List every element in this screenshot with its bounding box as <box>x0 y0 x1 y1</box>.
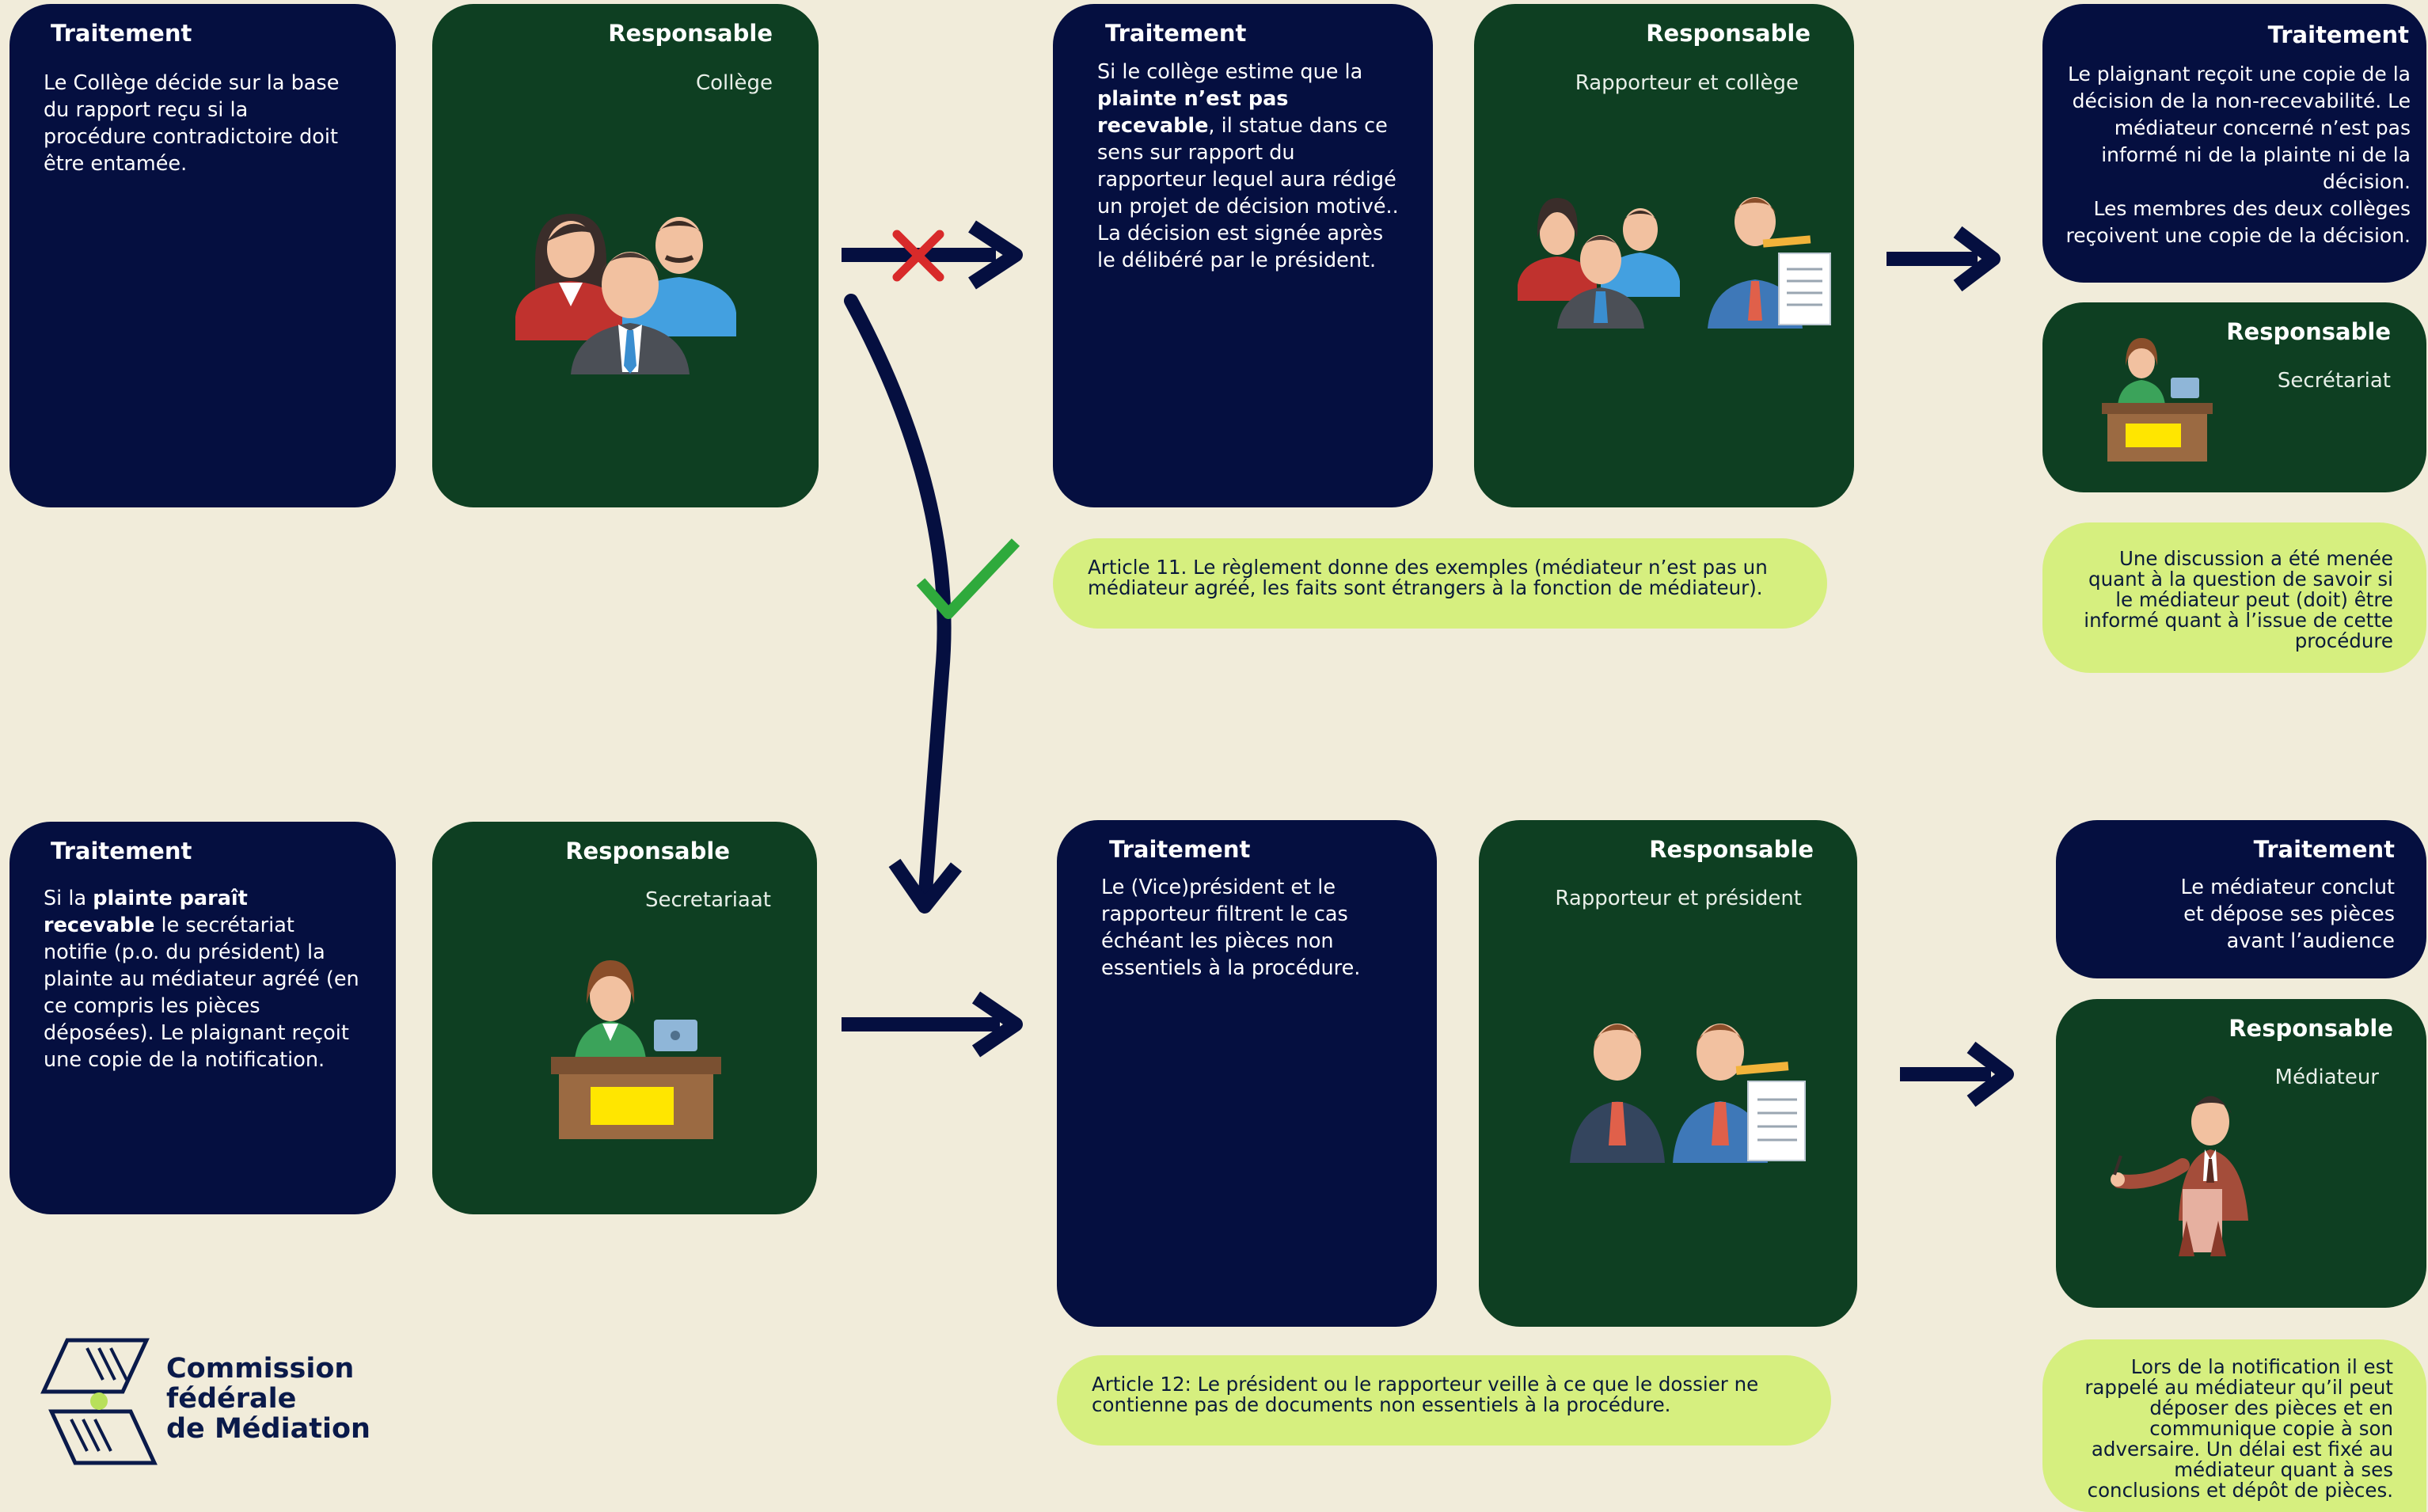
note-text: Une discussion a été menée quant à la qu… <box>2084 547 2393 652</box>
treatment-heading: Traitement <box>2267 21 2409 48</box>
treatment-card-admissible: Traitement Si la plainte paraît recevabl… <box>9 822 396 1214</box>
responsible-card-rapporteur-president: Responsable Rapporteur et président <box>1479 820 1857 1327</box>
curved-arrow-down-icon <box>844 294 963 914</box>
logo-line-1: Commission <box>166 1353 355 1385</box>
note-text: Article 12: Le président ou le rapporteu… <box>1092 1373 1759 1416</box>
responsible-card-secretariaat: Responsable Secretariaat <box>432 822 817 1214</box>
responsible-heading: Responsable <box>1646 20 1811 47</box>
treatment-text: Le (Vice)président et le rapporteur filt… <box>1101 876 1361 980</box>
responsible-name: Collège <box>695 71 773 95</box>
treatment-text: Si la plainte paraît recevable le secrét… <box>44 887 359 1072</box>
responsible-name: Rapporteur et collège <box>1575 71 1799 95</box>
responsible-name: Secretariaat <box>644 888 771 912</box>
responsible-card-college: Responsable Collège <box>432 4 819 507</box>
people-document-icon <box>1518 197 1831 329</box>
arrow-right-icon <box>1900 1041 2014 1107</box>
responsible-name: Médiateur <box>2274 1066 2379 1089</box>
treatment-text: Le plaignant reçoit une copie de la déci… <box>2065 63 2411 247</box>
logo-line-2: fédérale <box>166 1383 297 1415</box>
responsible-heading: Responsable <box>2229 1015 2393 1042</box>
responsible-heading: Responsable <box>608 20 773 47</box>
note-article-11: Article 11. Le règlement donne des exemp… <box>1053 538 1827 629</box>
two-people-document-icon <box>1570 1024 1806 1163</box>
responsible-heading: Responsable <box>2226 318 2391 345</box>
responsible-card-rapporteur-college: Responsable Rapporteur et collège <box>1474 4 1854 507</box>
note-discussion: Une discussion a été menée quant à la qu… <box>2042 522 2426 673</box>
treatment-card-not-admissible: Traitement Si le collège estime que la p… <box>1053 4 1433 507</box>
responsible-name: Rapporteur et président <box>1555 887 1802 910</box>
treatment-heading: Traitement <box>51 838 192 864</box>
responsible-card-secretariat: Responsable Secrétariat <box>2042 302 2426 492</box>
treatment-heading: Traitement <box>1105 20 1247 47</box>
responsible-card-mediator: Responsable Médiateur <box>2056 999 2426 1308</box>
arrow-right-icon <box>1887 226 2001 292</box>
note-text: Article 11. Le règlement donne des exemp… <box>1088 556 1768 599</box>
treatment-card-college-decision: Traitement Le Collège décide sur la base… <box>9 4 396 507</box>
treatment-heading: Traitement <box>51 20 192 47</box>
note-article-12: Article 12: Le président ou le rapporteu… <box>1057 1355 1831 1446</box>
checkmark-icon <box>916 538 1020 619</box>
treatment-heading: Traitement <box>2253 836 2395 863</box>
presenter-icon <box>2111 1096 2248 1256</box>
cross-icon <box>892 230 944 282</box>
note-text: Lors de la notification il est rappelé a… <box>2084 1355 2393 1502</box>
logo-line-3: de Médiation <box>166 1413 370 1445</box>
note-notification-reminder: Lors de la notification il est rappelé a… <box>2042 1339 2426 1512</box>
logo-icon <box>40 1338 158 1465</box>
treatment-card-filter: Traitement Le (Vice)président et le rapp… <box>1057 820 1437 1327</box>
secretary-desk-icon <box>551 960 721 1139</box>
treatment-text: Si le collège estime que la plainte n’es… <box>1097 60 1399 272</box>
responsible-name: Secrétariat <box>2277 369 2391 393</box>
responsible-heading: Responsable <box>565 838 730 864</box>
arrow-right-icon <box>842 991 1023 1058</box>
people-group-icon <box>515 214 736 374</box>
responsible-heading: Responsable <box>1649 836 1814 863</box>
treatment-card-notification-inadmissible: Traitement Le plaignant reçoit une copie… <box>2042 4 2426 283</box>
treatment-heading: Traitement <box>1109 836 1251 863</box>
treatment-text: Le médiateur conclut et dépose ses pièce… <box>2180 876 2395 953</box>
treatment-text: Le Collège décide sur la base du rapport… <box>44 71 340 176</box>
secretary-desk-icon <box>2102 338 2213 462</box>
treatment-card-mediator-conclusion: Traitement Le médiateur conclut et dépos… <box>2056 820 2426 978</box>
logo-text: Commission fédérale de Médiation <box>166 1354 370 1444</box>
